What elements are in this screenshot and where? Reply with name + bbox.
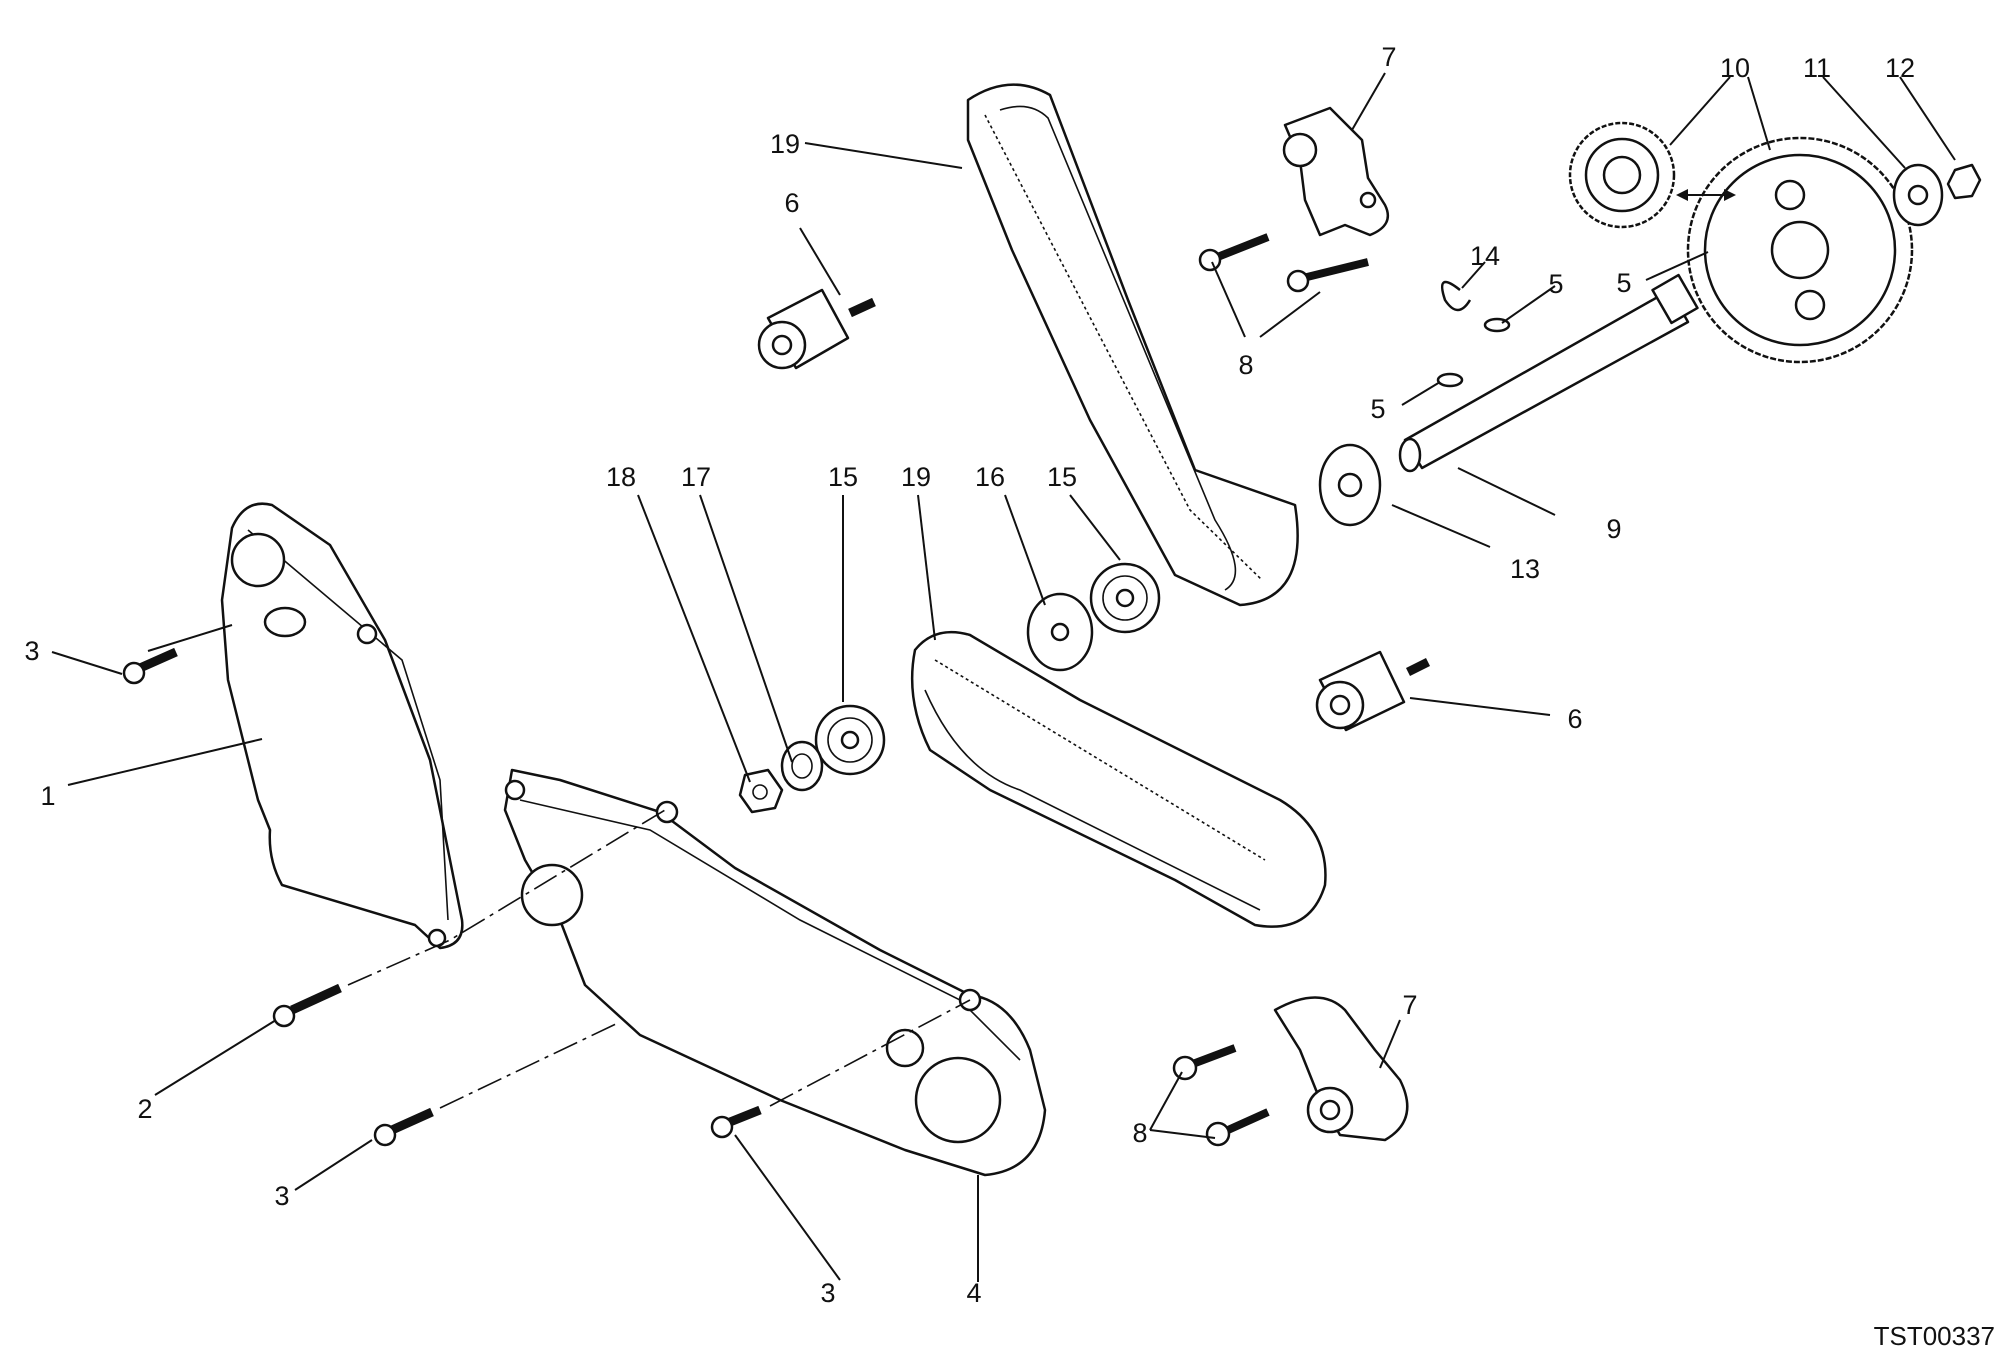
tensioner-bracket-lower — [1172, 996, 1409, 1147]
timing-belt-upper — [966, 83, 1299, 607]
drawing-code: TST00337 — [1874, 1321, 1995, 1351]
assembly-axis-lines — [347, 809, 971, 1109]
callout-17: 17 — [681, 462, 711, 492]
rear-belt-cover — [220, 502, 464, 950]
callout-5-left: 5 — [1370, 394, 1385, 424]
callout-18: 18 — [606, 462, 636, 492]
callout-6-lower: 6 — [1567, 704, 1582, 734]
leader-lines — [51, 72, 1956, 1282]
callout-8-lower: 8 — [1132, 1118, 1147, 1148]
callout-13: 13 — [1510, 554, 1540, 584]
pulley-15-upper — [1089, 562, 1161, 634]
callout-3-lower-middle: 3 — [820, 1278, 835, 1308]
callout-6-upper: 6 — [784, 188, 799, 218]
callout-5-middle: 5 — [1548, 269, 1563, 299]
callout-19-upper: 19 — [770, 129, 800, 159]
callout-8-upper: 8 — [1238, 350, 1253, 380]
callout-3-upper-left: 3 — [24, 636, 39, 666]
callout-4: 4 — [966, 1278, 981, 1308]
spacer-17 — [780, 740, 824, 792]
callout-10: 10 — [1720, 53, 1750, 83]
washer-13 — [1318, 443, 1382, 527]
gear-10-small — [1568, 121, 1676, 229]
callout-11: 11 — [1803, 53, 1831, 83]
screw-3-lower-middle — [710, 1105, 762, 1139]
nut-18 — [738, 768, 784, 814]
callout-3-lower-left: 3 — [274, 1181, 289, 1211]
tensioner-roller-upper — [757, 288, 876, 370]
pulley-15-lower — [814, 704, 886, 776]
circlip-14 — [1440, 280, 1472, 312]
callout-19-lower: 19 — [901, 462, 931, 492]
callout-15-left: 15 — [828, 462, 858, 492]
callout-1: 1 — [40, 781, 55, 811]
washer-16 — [1026, 592, 1094, 672]
callout-12: 12 — [1885, 53, 1915, 83]
callout-labels: 1 2 3 3 3 4 5 5 5 6 6 7 7 8 8 9 10 11 12… — [24, 42, 1995, 1351]
callout-5-right: 5 — [1616, 268, 1631, 298]
callout-14: 14 — [1470, 241, 1500, 271]
callout-9: 9 — [1606, 514, 1621, 544]
gear-mesh-arrow — [1676, 189, 1736, 201]
washer-11 — [1892, 163, 1944, 227]
callout-7-upper: 7 — [1381, 42, 1396, 72]
front-belt-cover — [503, 768, 1047, 1177]
screw-3-upper-left — [122, 647, 178, 685]
callout-2: 2 — [137, 1094, 152, 1124]
nut-12 — [1946, 163, 1982, 200]
callout-15-right: 15 — [1047, 462, 1077, 492]
tensioner-roller-lower — [1315, 650, 1431, 732]
shaft-9 — [1398, 273, 1699, 473]
callout-7-lower: 7 — [1402, 990, 1417, 1020]
screw-3-lower-left — [373, 1107, 434, 1147]
callout-16: 16 — [975, 462, 1005, 492]
gear-10-large — [1686, 136, 1914, 364]
screw-2 — [272, 983, 342, 1028]
timing-belt-lower — [910, 630, 1327, 928]
tensioner-bracket-upper — [1198, 106, 1390, 293]
